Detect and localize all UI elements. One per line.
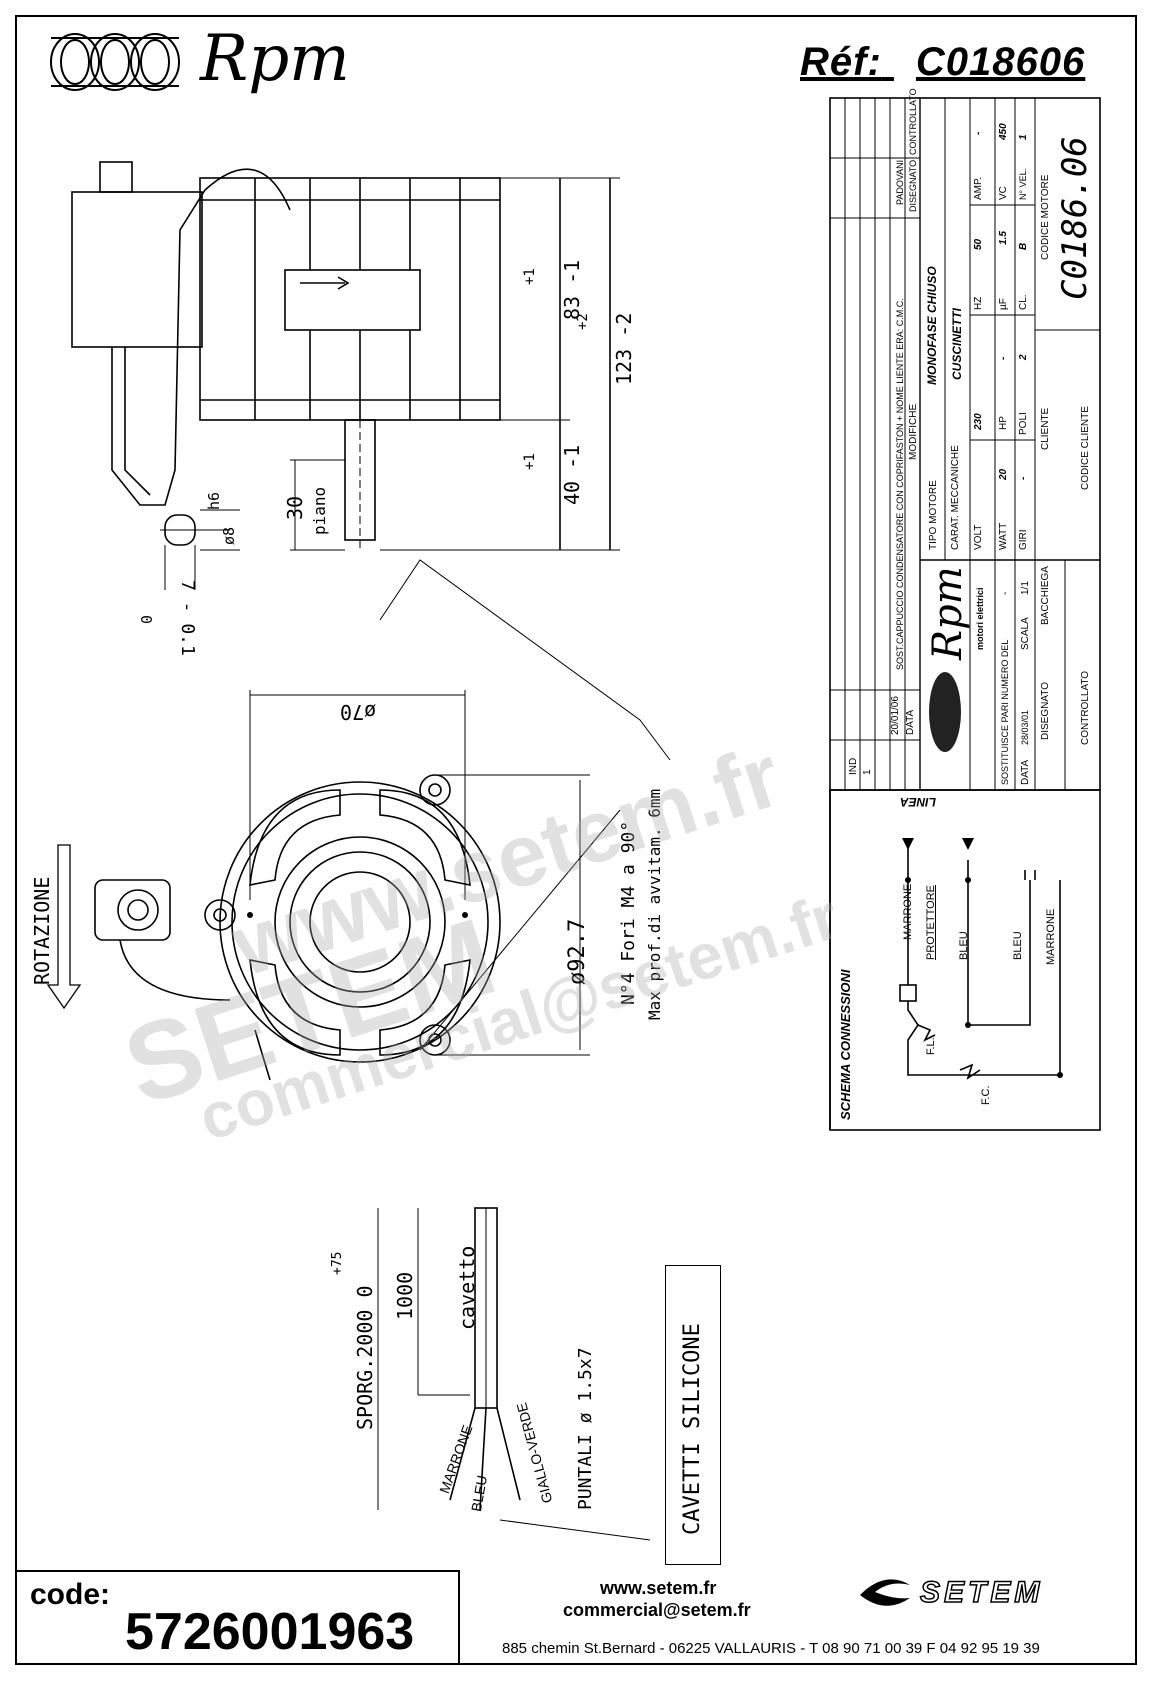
page-frame	[15, 15, 1137, 1665]
ref-label: Réf:	[800, 40, 882, 84]
volt-label: VOLT	[973, 524, 984, 550]
footer-email-link[interactable]: commercial@setem.fr	[563, 1600, 751, 1620]
brand-name: Rpm	[200, 22, 350, 96]
controllato-label: CONTROLLATO	[1080, 670, 1091, 745]
rev-row1-desc: SOST.CAPPUCCIO CONDENSATORE CON COPRIFAS…	[895, 298, 905, 670]
hp-label: HP	[998, 416, 1009, 430]
motor-front	[219, 781, 501, 1063]
schema-bleu1: BLEU	[958, 931, 970, 960]
schema-marrone2: MARRONE	[1045, 908, 1057, 965]
silicone-label: CAVETTI SILICONE	[680, 1323, 705, 1535]
dim-30: 30	[283, 495, 307, 520]
schema-linea: LINEA	[900, 795, 936, 809]
dim-h6: h6	[205, 491, 223, 510]
schema-bleu2: BLEU	[1012, 931, 1024, 960]
dim-83: 83 -1	[560, 259, 584, 320]
cliente-label: CLIENTE	[1040, 407, 1051, 450]
uf-label: µF	[998, 298, 1009, 310]
poli-value: 2	[1018, 354, 1029, 360]
hp-value: -	[998, 356, 1009, 360]
rotazione-label: ROTAZIONE	[30, 876, 54, 985]
dim-piano: piano	[310, 486, 329, 535]
schema-title: SCHEMA CONNESSIONI	[838, 969, 853, 1120]
data-value: 28/03/01	[1020, 709, 1030, 745]
ref-value: C018606	[915, 40, 1086, 84]
dim-123-tol: +2	[575, 313, 591, 330]
schema-fc: F.C.	[980, 1085, 992, 1105]
codice-cliente-label: CODICE CLIENTE	[1080, 406, 1091, 490]
rev-col-no: IND	[848, 757, 859, 775]
sostituisce-value: -	[1000, 591, 1011, 595]
dim-123: 123 -2	[612, 312, 636, 385]
dim-1000: 1000	[393, 1271, 417, 1320]
dim-7-tol: 0	[137, 615, 155, 625]
codice-motore-label: CODICE MOTORE	[1040, 174, 1051, 260]
setem-swirl-icon	[855, 1570, 915, 1615]
nvel-value: 1	[1018, 134, 1029, 140]
dim-40-tol: +1	[522, 453, 538, 470]
rev-col-drawn: DISEGNATO	[908, 159, 918, 212]
sostituisce-label: SOSTITUISCE PARI NUMERO DEL	[1000, 639, 1010, 785]
schema-marrone: MARRONE	[902, 883, 914, 940]
dim-d8: ø8	[220, 526, 238, 545]
rev-row1-no: 1	[862, 769, 873, 775]
watt-value: 20	[998, 468, 1009, 480]
dim-70: ø70	[340, 700, 377, 724]
volt-value: 230	[973, 413, 984, 430]
tb-brand: Rpm	[925, 566, 971, 660]
silicone-box	[665, 1265, 721, 1565]
rev-col-date: DATA	[905, 709, 916, 735]
footer-address: 885 chemin St.Bernard - 06225 VALLAURIS …	[502, 1640, 1040, 1657]
carat-label: CARAT. MECCANICHE	[950, 445, 961, 550]
code-value: 5726001963	[125, 1603, 415, 1661]
capacitor	[71, 191, 203, 348]
codice-motore-value: C0186.06	[1055, 136, 1095, 300]
rev-col-ctrl: CONTROLLATO	[908, 88, 918, 155]
rpm-small-logo	[929, 672, 961, 752]
tb-brand-sub: motori elettrici	[975, 587, 985, 650]
disegnato-value: BACCHIEGA	[1040, 566, 1051, 625]
footer-web-link[interactable]: www.setem.fr	[600, 1578, 717, 1598]
rev-row1-drawn: PADOVANI	[895, 159, 905, 205]
rev-col-mod: MODIFICHE	[908, 403, 919, 460]
data-label: DATA	[1020, 759, 1031, 785]
schema-fl: F.L.	[925, 1037, 937, 1055]
scala-value: 1/1	[1020, 581, 1031, 595]
giri-label: GIRI	[1018, 529, 1029, 550]
disegnato-label: DISEGNATO	[1040, 682, 1051, 740]
sporg-label: SPORG.2000 0	[353, 1285, 377, 1431]
carat-value: CUSCINETTI	[950, 308, 964, 380]
cl-label: CL.	[1018, 294, 1029, 310]
vc-label: VC	[998, 186, 1009, 200]
vc-value: 450	[998, 123, 1009, 140]
hz-label: HZ	[973, 296, 984, 310]
uf-value: 1.5	[998, 231, 1009, 245]
dim-83-tol: +1	[522, 268, 538, 285]
cavetto-label: cavetto	[455, 1245, 479, 1330]
watt-label: WATT	[998, 522, 1009, 550]
puntali-label: PUNTALI ø 1.5x7	[575, 1347, 596, 1510]
rpm-coil-icon	[50, 33, 180, 91]
code-box	[15, 1570, 460, 1665]
setem-logo: SETEM	[919, 1575, 1044, 1610]
hz-value: 50	[973, 238, 984, 250]
tipo-motore-label: TIPO MOTORE	[928, 480, 939, 550]
nvel-label: N° VEL.	[1018, 167, 1028, 200]
dim-40: 40 -1	[560, 444, 584, 505]
code-label: code:	[30, 1578, 111, 1611]
tipo-motore-value: MONOFASE CHIUSO	[925, 266, 939, 385]
rev-row1-date: 20/01/06	[890, 696, 901, 735]
sporg-tol: +75	[330, 1251, 345, 1275]
giri-value: -	[1018, 476, 1029, 480]
schema-protettore: PROTETTORE	[925, 885, 937, 960]
scala-label: SCALA	[1020, 617, 1031, 650]
amp-label: AMP.	[973, 176, 984, 200]
amp-value: -	[973, 131, 984, 135]
dim-7: 7 - 0.1	[177, 580, 198, 656]
rpm-logo	[45, 30, 195, 99]
cl-value: B	[1018, 242, 1029, 250]
poli-label: POLI	[1018, 412, 1029, 435]
reference: Réf: C018606	[800, 40, 1085, 85]
